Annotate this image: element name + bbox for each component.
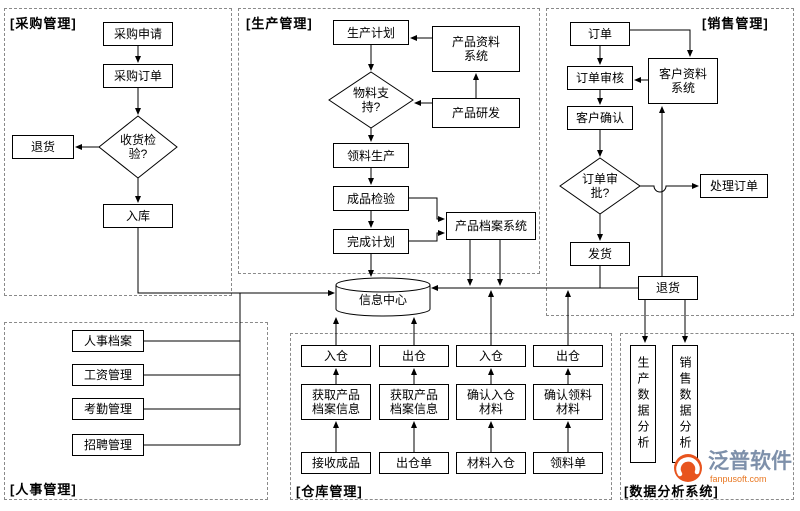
node-wh-in-2: 入仓 bbox=[456, 345, 526, 367]
node-finished-inspection: 成品检验 bbox=[333, 186, 409, 211]
analysis-section-label: [数据分析系统] bbox=[624, 484, 719, 499]
node-order-review: 订单审核 bbox=[567, 66, 633, 90]
node-picking-production: 领料生产 bbox=[333, 143, 409, 168]
node-product-archive-system: 产品档案系统 bbox=[446, 212, 536, 240]
node-handle-order: 处理订单 bbox=[700, 174, 768, 198]
decision-order-approve-shape bbox=[559, 157, 641, 215]
sales-section-label: [销售管理] bbox=[702, 16, 769, 31]
watermark-name: 泛普软件 bbox=[708, 450, 792, 473]
node-sales-order: 订单 bbox=[570, 22, 630, 46]
node-wh-in-1: 入仓 bbox=[301, 345, 371, 367]
node-wh-get-archive-1: 获取产品档案信息 bbox=[301, 384, 371, 420]
node-production-data-analysis: 生产数据分析 bbox=[630, 345, 656, 463]
node-hr-attendance: 考勤管理 bbox=[72, 398, 144, 420]
node-wh-confirm-pick: 确认领料材料 bbox=[533, 384, 603, 420]
section-production bbox=[238, 8, 540, 274]
node-customer-data-system: 客户资料系统 bbox=[648, 58, 718, 104]
decision-material-support-shape bbox=[328, 71, 414, 129]
node-sales-data-analysis: 销售数据分析 bbox=[672, 345, 698, 463]
node-wh-material-in: 材料入仓 bbox=[456, 452, 526, 474]
node-wh-pick-order: 领料单 bbox=[533, 452, 603, 474]
node-purchase-order: 采购订单 bbox=[103, 64, 173, 88]
node-wh-out-2: 出仓 bbox=[533, 345, 603, 367]
section-purchase bbox=[4, 8, 232, 296]
purchase-section-label: [采购管理] bbox=[10, 16, 77, 31]
node-product-rnd: 产品研发 bbox=[432, 98, 520, 128]
decision-material-support-label: 物料支持? bbox=[352, 86, 389, 114]
production-section-label: [生产管理] bbox=[246, 16, 313, 31]
section-sales bbox=[546, 8, 794, 316]
warehouse-section-label: [仓库管理] bbox=[296, 484, 363, 499]
node-purchase-stock-in: 入库 bbox=[103, 204, 173, 228]
decision-receive-inspect-label: 收货检验? bbox=[119, 133, 156, 161]
node-wh-receive-finished: 接收成品 bbox=[301, 452, 371, 474]
node-hr-files: 人事档案 bbox=[72, 330, 144, 352]
fanpu-logo-icon bbox=[674, 454, 702, 482]
section-hr bbox=[4, 322, 268, 500]
node-customer-confirm: 客户确认 bbox=[567, 106, 633, 130]
node-complete-plan: 完成计划 bbox=[333, 229, 409, 254]
node-hr-recruit: 招聘管理 bbox=[72, 434, 144, 456]
info-center-cylinder bbox=[335, 277, 431, 317]
node-wh-out-1: 出仓 bbox=[379, 345, 449, 367]
hr-section-label: [人事管理] bbox=[10, 482, 77, 497]
vendor-watermark: 泛普软件 fanpusoft.com bbox=[672, 450, 797, 498]
node-wh-get-archive-2: 获取产品档案信息 bbox=[379, 384, 449, 420]
watermark-domain: fanpusoft.com bbox=[710, 474, 767, 484]
node-ship: 发货 bbox=[570, 242, 630, 266]
node-product-data-system: 产品资料系统 bbox=[432, 26, 520, 72]
node-purchase-return: 退货 bbox=[12, 135, 74, 159]
node-sales-return: 退货 bbox=[638, 276, 698, 300]
info-center-label: 信息中心 bbox=[358, 293, 407, 307]
section-warehouse bbox=[290, 333, 612, 500]
node-purchase-request: 采购申请 bbox=[103, 22, 173, 46]
decision-receive-inspect-shape bbox=[98, 115, 178, 179]
decision-order-approve-label: 订单审批? bbox=[581, 172, 618, 200]
section-analysis bbox=[620, 333, 794, 500]
node-production-plan: 生产计划 bbox=[333, 20, 409, 45]
node-hr-salary: 工资管理 bbox=[72, 364, 144, 386]
node-wh-out-order: 出仓单 bbox=[379, 452, 449, 474]
node-wh-confirm-in: 确认入仓材料 bbox=[456, 384, 526, 420]
